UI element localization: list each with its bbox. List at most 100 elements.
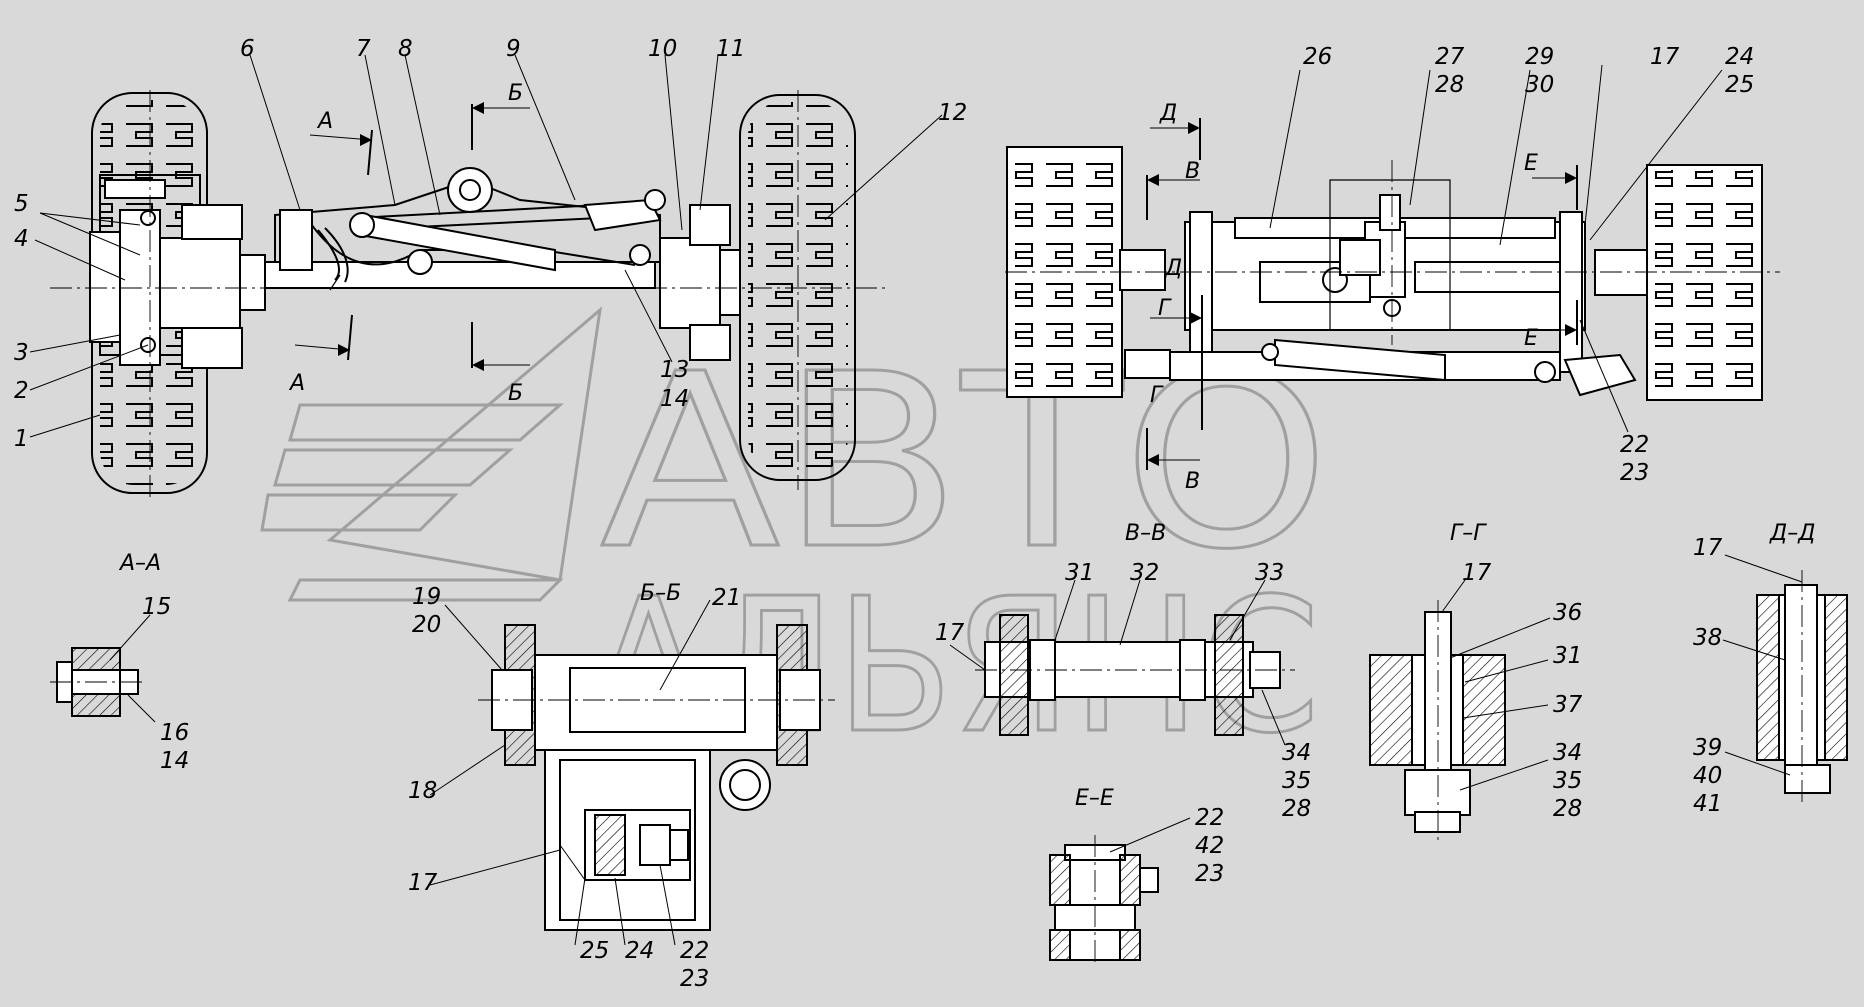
callout-7: 7: [356, 36, 371, 62]
marker-e-top: Е: [1524, 151, 1538, 176]
marker-g-top: Г: [1158, 296, 1172, 321]
title-gg: Г–Г: [1450, 521, 1487, 546]
callout-15: 15: [142, 594, 171, 620]
section-bb: Б–Б 19 20 21 18 17 25 24 22 23: [408, 581, 835, 992]
left-hub: [89, 179, 266, 369]
callout-32: 32: [1130, 560, 1159, 586]
callout-8: 8: [398, 36, 413, 62]
callout-18: 18: [408, 778, 437, 804]
marker-d-mid: Д: [1164, 256, 1182, 281]
watermark-logo: [260, 306, 603, 602]
top-view-left: А А Б Б: [14, 36, 967, 500]
callout-22a: 22: [1620, 432, 1649, 458]
callout-35b: 35: [1553, 768, 1582, 794]
callout-23c: 23: [1195, 861, 1224, 887]
callout-37: 37: [1553, 692, 1583, 718]
callout-17a: 17: [1650, 44, 1680, 70]
callout-20: 20: [412, 612, 441, 638]
section-cut-v: В В: [1146, 159, 1200, 494]
callout-9: 9: [506, 36, 521, 62]
section-aa: А–А 15 16 14: [50, 551, 189, 774]
callout-28b: 28: [1282, 796, 1311, 822]
right-view-leaders: [1269, 64, 1723, 433]
top-view-right: Д Д В В Г Г Е Е: [1005, 44, 1780, 494]
callout-30: 30: [1525, 72, 1554, 98]
callout-40: 40: [1693, 763, 1722, 789]
callout-14b: 14: [160, 748, 189, 774]
callout-12: 12: [938, 100, 967, 126]
callout-6: 6: [240, 36, 255, 62]
marker-g-bottom: Г: [1150, 383, 1164, 408]
right-wheel: [739, 94, 856, 481]
marker-e-bottom: Е: [1524, 326, 1538, 351]
callout-25b: 25: [580, 938, 609, 964]
callout-33: 33: [1255, 560, 1284, 586]
callout-17c: 17: [935, 620, 965, 646]
section-vv: В–В 17 31 32 33 34 35 28: [935, 521, 1311, 822]
section-cut-d: Д Д: [1150, 101, 1201, 281]
marker-v-top: В: [1185, 159, 1200, 184]
callout-17b: 17: [408, 870, 438, 896]
callout-42: 42: [1195, 833, 1224, 859]
callout-23b: 23: [680, 966, 709, 992]
axle-beam: [264, 167, 661, 291]
callout-31b: 31: [1553, 643, 1582, 669]
callout-35a: 35: [1282, 768, 1311, 794]
callout-23a: 23: [1620, 460, 1649, 486]
callout-24a: 24: [1725, 44, 1754, 70]
marker-d-top: Д: [1159, 101, 1177, 126]
section-cut-g: Г Г: [1150, 295, 1203, 430]
marker-a-bottom: А: [288, 371, 305, 396]
callout-11: 11: [716, 36, 745, 62]
right-view-right-wheel: [1646, 164, 1763, 401]
callout-19: 19: [412, 584, 441, 610]
callout-26: 26: [1303, 44, 1332, 70]
callout-29: 29: [1525, 44, 1554, 70]
callout-31a: 31: [1065, 560, 1094, 586]
marker-a-top: А: [316, 109, 333, 134]
callout-38: 38: [1693, 625, 1722, 651]
callout-25a: 25: [1725, 72, 1754, 98]
title-dd: Д–Д: [1769, 521, 1815, 546]
callout-10: 10: [648, 36, 677, 62]
right-hub: [659, 204, 741, 361]
callout-34b: 34: [1553, 740, 1582, 766]
callout-1: 1: [14, 426, 29, 452]
section-gg: Г–Г 17 36 31 37 34 35 28: [1369, 521, 1583, 840]
marker-v-bottom: В: [1185, 469, 1200, 494]
callout-34a: 34: [1282, 740, 1311, 766]
marker-b-bottom: Б: [508, 381, 523, 406]
right-view-frame: [1119, 179, 1648, 397]
section-cut-e: Е Е: [1524, 151, 1578, 351]
callout-22b: 22: [680, 938, 709, 964]
callout-24b: 24: [625, 938, 654, 964]
callout-27: 27: [1435, 44, 1465, 70]
steering-cylinder: [317, 189, 666, 283]
callout-22c: 22: [1195, 805, 1224, 831]
section-dd: Д–Д 17 38 39 40 41: [1693, 521, 1848, 817]
title-ee: Е–Е: [1075, 786, 1114, 811]
callout-36: 36: [1553, 600, 1582, 626]
title-aa: А–А: [118, 551, 161, 576]
callout-28c: 28: [1553, 796, 1582, 822]
callout-41: 41: [1693, 791, 1722, 817]
callout-16: 16: [160, 720, 189, 746]
callout-28a: 28: [1435, 72, 1464, 98]
callout-17d: 17: [1462, 560, 1492, 586]
callout-5: 5: [14, 191, 29, 217]
title-vv: В–В: [1125, 521, 1166, 546]
callout-21: 21: [712, 585, 741, 611]
callout-14a: 14: [660, 386, 689, 412]
callout-3: 3: [14, 340, 29, 366]
title-bb: Б–Б: [640, 581, 681, 606]
callout-39: 39: [1693, 735, 1722, 761]
callout-4: 4: [14, 226, 29, 252]
marker-b-top: Б: [508, 81, 523, 106]
section-cut-b: Б Б: [471, 81, 530, 406]
left-view-leaders: [29, 54, 943, 438]
callout-13: 13: [660, 357, 689, 383]
section-ee: Е–Е 22 42 23: [1049, 786, 1224, 965]
callout-17e: 17: [1693, 535, 1723, 561]
